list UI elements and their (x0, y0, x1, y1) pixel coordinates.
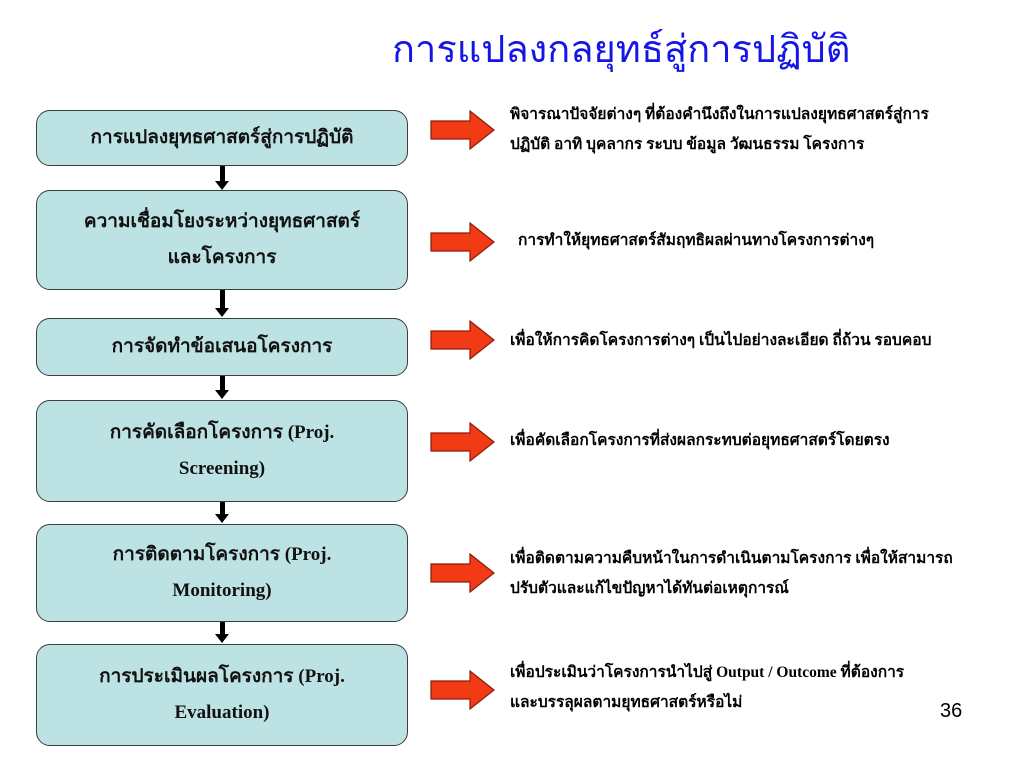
step-box-strategy-project-link: ความเชื่อมโยงระหว่างยุทธศาสตร์ และโครงกา… (36, 190, 408, 290)
step-label: การจัดทำข้อเสนอโครงการ (111, 336, 333, 357)
step-label: การติดตามโครงการ (Proj. Monitoring) (112, 544, 332, 601)
step-box-project-monitoring: การติดตามโครงการ (Proj. Monitoring) (36, 524, 408, 622)
page-number: 36 (940, 700, 963, 722)
slide-title: การแปลงกลยุทธ์สู่การปฏิบัติ (392, 27, 851, 71)
right-arrow-icon (430, 222, 495, 262)
step-box-project-evaluation: การประเมินผลโครงการ (Proj. Evaluation) (36, 644, 408, 746)
flow-connector (215, 166, 229, 190)
flow-connector (215, 622, 229, 643)
right-arrow-icon (430, 110, 495, 150)
step-box-project-screening: การคัดเลือกโครงการ (Proj. Screening) (36, 400, 408, 502)
step-description: เพื่อให้การคิดโครงการต่างๆ เป็นไปอย่างละ… (510, 332, 932, 349)
step-description: เพื่อติดตามความคืบหน้าในการดำเนินตามโครง… (510, 550, 953, 597)
step-label: การประเมินผลโครงการ (Proj. Evaluation) (99, 666, 345, 723)
step-label: การคัดเลือกโครงการ (Proj. Screening) (109, 422, 335, 479)
step-label: ความเชื่อมโยงระหว่างยุทธศาสตร์ และโครงกา… (83, 211, 361, 268)
step-description: เพื่อประเมินว่าโครงการนำไปสู่ Output / O… (510, 664, 905, 711)
right-arrow-icon (430, 422, 495, 462)
flow-connector (215, 502, 229, 523)
step-box-translate-strategy: การแปลงยุทธศาสตร์สู่การปฏิบัติ (36, 110, 408, 166)
step-description: เพื่อคัดเลือกโครงการที่ส่งผลกระทบต่อยุทธ… (510, 432, 890, 449)
flow-connector (215, 376, 229, 399)
right-arrow-icon (430, 553, 495, 593)
step-box-project-proposal: การจัดทำข้อเสนอโครงการ (36, 318, 408, 376)
step-description: การทำให้ยุทธศาสตร์สัมฤทธิผลผ่านทางโครงกา… (518, 232, 875, 249)
right-arrow-icon (430, 320, 495, 360)
right-arrow-icon (430, 670, 495, 710)
flow-connector (215, 290, 229, 317)
step-label: การแปลงยุทธศาสตร์สู่การปฏิบัติ (90, 127, 354, 148)
step-description: พิจารณาปัจจัยต่างๆ ที่ต้องคำนึงถึงในการแ… (510, 106, 929, 153)
